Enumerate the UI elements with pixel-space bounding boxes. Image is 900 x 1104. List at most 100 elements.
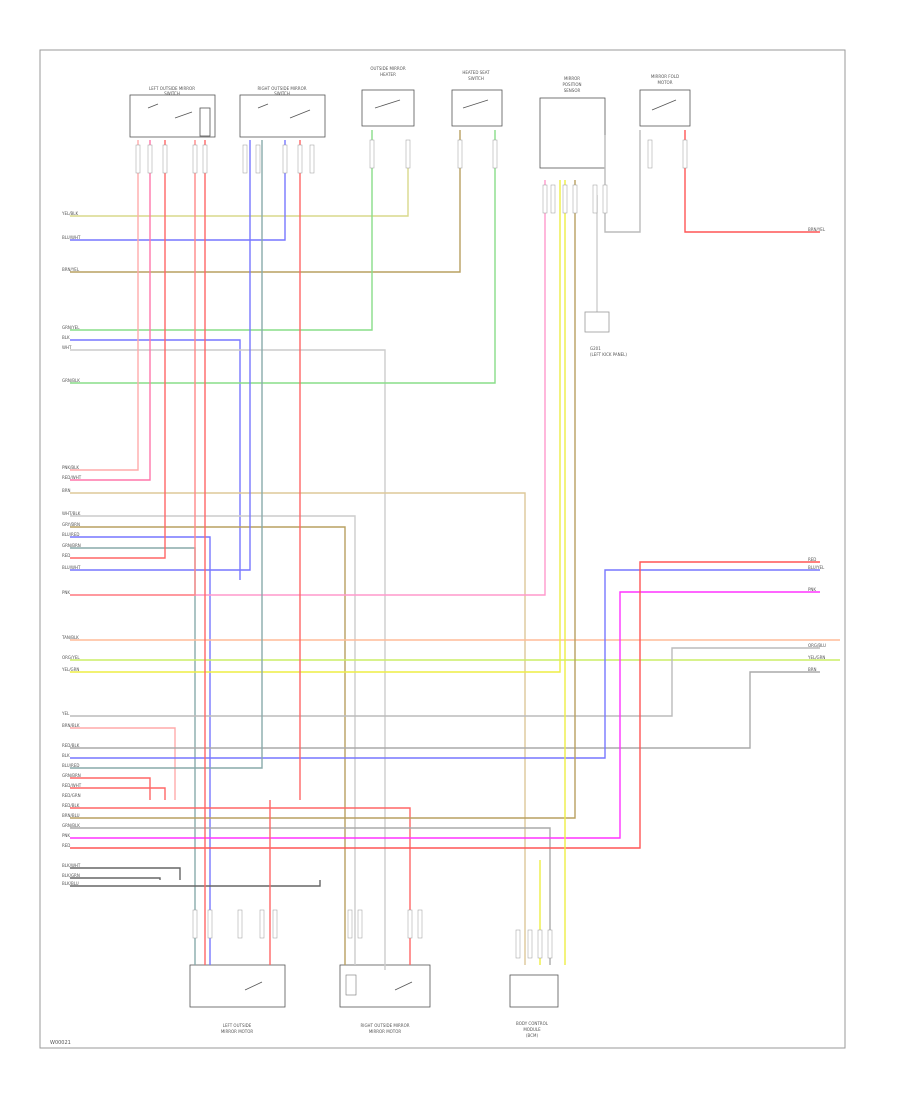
connector-pin-31 — [417, 909, 423, 939]
connector-pin-12 — [405, 139, 411, 169]
wire-group — [70, 130, 840, 970]
wire-label-left: BLK/BLU — [62, 881, 79, 886]
connector-pin-2 — [147, 144, 153, 174]
connector-pin-35 — [547, 929, 553, 959]
wire-label-right: YEL/GRN — [807, 655, 825, 660]
wire-23 — [70, 727, 176, 800]
component-right-mirror-switch: RIGHT OUTSIDE MIRROR SWITCH — [239, 86, 326, 138]
connector-pin-8 — [282, 144, 288, 174]
wire-label-left: GRN/BRN — [62, 773, 81, 778]
wire-label-left: ORG/YEL — [62, 655, 80, 660]
connector-pin-23 — [192, 909, 198, 939]
connector-pin-15 — [542, 184, 548, 214]
wire-label-left: RED/GRN — [62, 793, 81, 798]
component-label: MIRROR MOTOR — [221, 1029, 254, 1034]
wire-label-left: RED/WHT — [62, 475, 82, 480]
connector-pin-3 — [162, 144, 168, 174]
wire-label-left: BLU/RED — [62, 763, 79, 768]
wire-label-left: GRN/BLK — [62, 378, 80, 383]
connector-pin-24 — [207, 909, 213, 939]
component-mirror-heater: OUTSIDE MIRROR HEATER — [361, 66, 415, 127]
connector-pin-11 — [369, 139, 375, 169]
component-label: RIGHT OUTSIDE MIRROR — [360, 1023, 409, 1028]
wire-27 — [70, 777, 151, 800]
connector-pin-16 — [550, 184, 556, 214]
wire-24 — [70, 671, 820, 749]
component-label: POSITION — [562, 82, 581, 87]
wire-label-right: PNK — [808, 587, 816, 592]
wire-label-left: BLU/WHT — [62, 235, 81, 240]
wire-31 — [70, 827, 551, 965]
wire-label-left: RED — [62, 553, 70, 558]
wire-12 — [70, 526, 346, 965]
connector-pin-17 — [562, 184, 568, 214]
wire-label-left: YEL — [61, 711, 70, 716]
connector-pin-6 — [242, 144, 248, 174]
component-label: HEATER — [380, 72, 396, 77]
wire-label-left: PNK/BLK — [62, 465, 79, 470]
left-wire-labels: YEL/BLKBLU/WHTBRN/YELGRN/YELBLKWHTGRN/BL… — [61, 211, 82, 886]
wire-26 — [70, 140, 263, 769]
wire-16 — [70, 140, 251, 571]
connector-pin-21 — [647, 139, 653, 169]
wire-label-left: BLK — [62, 335, 70, 340]
wire-label-left: RED/BLK — [62, 743, 80, 748]
connector-pin-29 — [357, 909, 363, 939]
connector-pin-18 — [572, 184, 578, 214]
component-label: SWITCH — [164, 91, 180, 96]
wire-label-left: BLU/RED — [62, 532, 79, 537]
wire-label-left: BLK/GRN — [62, 873, 80, 878]
connector-pin-5 — [202, 144, 208, 174]
wire-13 — [70, 536, 211, 965]
wire-label-left: GRY/BRN — [62, 522, 80, 527]
component-label: HEATED SEAT — [462, 70, 490, 75]
wire-label-left: RED — [62, 843, 70, 848]
wire-28 — [70, 787, 166, 800]
component-mirror-position-sensor: MIRROR POSITION SENSOR — [539, 76, 606, 169]
wire-label-left: GRN/BRN — [62, 543, 81, 548]
wire-label-left: GRN/YEL — [62, 325, 80, 330]
connector-pin-25 — [237, 909, 243, 939]
wire-label-left: WHT/BLK — [62, 511, 81, 516]
wire-label-left: BRN/BLK — [62, 723, 80, 728]
wire-32 — [70, 591, 820, 839]
connector-pin-7 — [255, 144, 261, 174]
wire-3 — [70, 130, 461, 273]
connector-pin-13 — [457, 139, 463, 169]
wire-label-left: BRN/BLU — [62, 813, 80, 818]
wire-21 — [70, 180, 561, 673]
wire-25 — [70, 569, 820, 759]
wire-44 — [604, 130, 641, 233]
wire-label-left: YEL/GRN — [61, 667, 79, 672]
wire-5 — [70, 339, 241, 580]
connector-marks — [135, 139, 688, 959]
wire-label-right: BRN/YEL — [808, 227, 826, 232]
wire-label-left: PNK — [62, 833, 70, 838]
component-label: OUTSIDE MIRROR — [370, 66, 405, 71]
wire-8 — [70, 140, 139, 471]
wire-label-left: BLK/WHT — [62, 863, 81, 868]
wire-22 — [70, 647, 820, 717]
wire-2 — [70, 140, 286, 241]
component-label: LEFT OUTSIDE — [223, 1023, 252, 1028]
component-body-control-module: BODY CONTROL MODULE (BCM) — [509, 974, 559, 1038]
connector-pin-27 — [272, 909, 278, 939]
wire-label-left: RED/WHT — [62, 783, 82, 788]
component-label: MIRROR FOLD — [651, 74, 679, 79]
connector-pin-26 — [259, 909, 265, 939]
wire-label-left: BRN/YEL — [62, 267, 80, 272]
connector-pin-22 — [682, 139, 688, 169]
connector-pin-4 — [192, 144, 198, 174]
wire-label-left: BLK — [62, 753, 70, 758]
connector-pin-9 — [297, 144, 303, 174]
wire-label-left: PNK — [62, 590, 70, 595]
wire-7 — [70, 130, 496, 384]
ground-label: (LEFT KICK PANEL) — [590, 352, 627, 357]
wire-label-right: BLU/YEL — [808, 565, 825, 570]
wire-label-left: GRN/BLK — [62, 823, 80, 828]
wire-label-left: RED/BLK — [62, 803, 80, 808]
connector-pin-10 — [309, 144, 315, 174]
wire-label-left: WHT — [62, 345, 72, 350]
connector-pin-28 — [347, 909, 353, 939]
diagram-border — [39, 49, 846, 1049]
